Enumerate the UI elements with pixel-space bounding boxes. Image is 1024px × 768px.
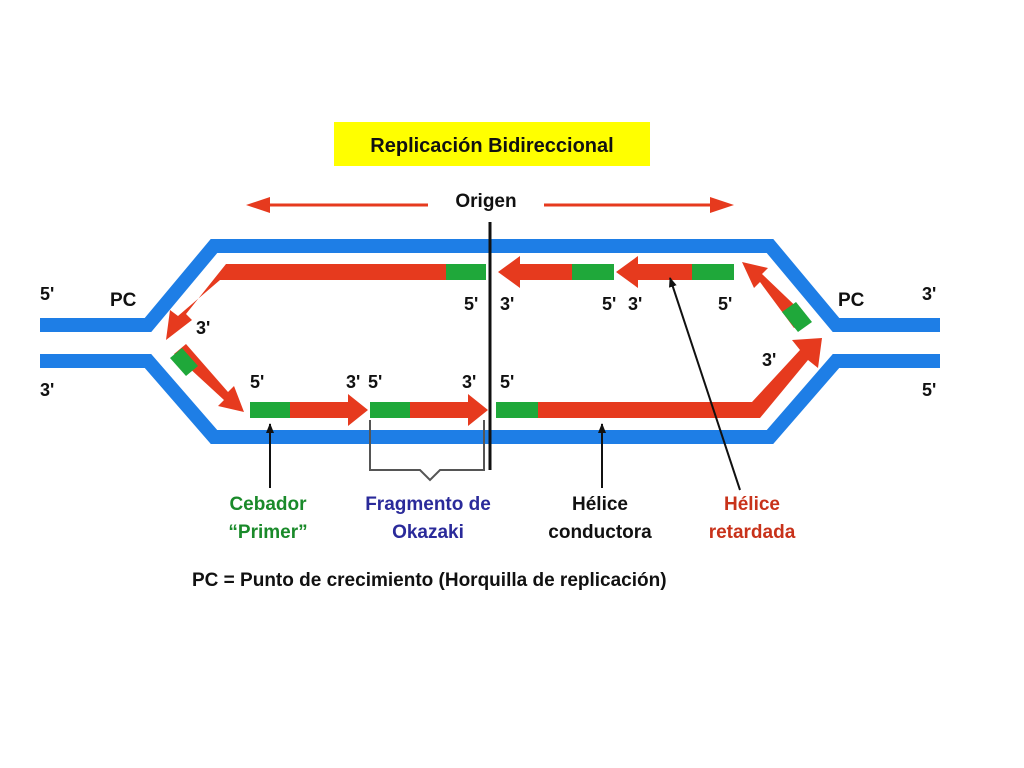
end-top-right: 3': [922, 284, 936, 304]
fragment-1-arrow: [290, 394, 368, 426]
end-leading-5: 5': [500, 372, 514, 392]
footnote: PC = Punto de crecimiento (Horquilla de …: [192, 570, 667, 591]
fork-label-right: PC: [838, 290, 865, 311]
primer-fragment-1: [250, 402, 290, 418]
arrow-right-icon: [710, 197, 734, 213]
lagging-label-1: Hélice: [724, 494, 780, 515]
leading-label-1: Hélice: [572, 494, 628, 515]
bottom-labels: Cebador “Primer” Fragmento de Okazaki Hé…: [228, 494, 795, 543]
lagging-label-2: retardada: [709, 522, 796, 543]
end-frag1-5: 5': [250, 372, 264, 392]
okazaki-label-1: Fragmento de: [365, 494, 491, 515]
end-frag2-5: 5': [368, 372, 382, 392]
right-lagging-fragment-1: [498, 256, 572, 288]
diag-primer-upper-right: [782, 302, 812, 332]
leading-label-2: conductora: [548, 522, 652, 543]
pointer-arrows: [266, 277, 741, 491]
parental-dna-strands: [40, 239, 940, 444]
end-diag-left: 3': [196, 318, 210, 338]
top-parental-strand: [40, 239, 940, 332]
end-bottom-left: 3': [40, 380, 54, 400]
fork-label-left: PC: [110, 290, 137, 311]
title-box: Replicación Bidireccional: [334, 122, 650, 166]
diag-primer-lower-left: [170, 348, 198, 376]
lagging-strand-top: [166, 256, 812, 340]
primer-label-1: Cebador: [229, 494, 307, 515]
end-top-left: 5': [40, 284, 54, 304]
end-top-5-mid: 5': [602, 294, 616, 314]
okazaki-label-2: Okazaki: [392, 522, 464, 543]
end-top-5-origin: 5': [464, 294, 478, 314]
end-top-5-right: 5': [718, 294, 732, 314]
end-top-3-mid: 3': [628, 294, 642, 314]
end-bottom-right: 5': [922, 380, 936, 400]
end-top-3-origin: 3': [500, 294, 514, 314]
primer-fragment-2: [370, 402, 410, 418]
title-text: Replicación Bidireccional: [370, 135, 613, 157]
end-leading-3: 3': [762, 350, 776, 370]
leading-strand-arrow: [538, 338, 822, 418]
origin-direction-arrows: [246, 197, 734, 213]
end-frag1-3: 3': [346, 372, 360, 392]
primer-label-2: “Primer”: [228, 522, 307, 543]
bottom-parental-strand: [40, 354, 940, 444]
leading-strand: [496, 338, 822, 418]
strand-end-labels: 5' 3' 3' 5' 3' 5' 3' 5' 3' 5' 3' 5' 3' 5…: [40, 284, 936, 400]
okazaki-fragments-bottom: [170, 344, 488, 426]
primer-right-1: [572, 264, 614, 280]
origin-label: Origen: [455, 191, 516, 212]
right-lagging-fragment-2: [616, 256, 692, 288]
arrow-left-icon: [246, 197, 270, 213]
okazaki-bracket: [369, 420, 485, 482]
leading-primer: [496, 402, 538, 418]
end-frag2-3: 3': [462, 372, 476, 392]
lagging-pointer: [669, 277, 741, 491]
fragment-2-arrow: [410, 394, 488, 426]
primer-left-lagging: [446, 264, 486, 280]
primer-right-2: [692, 264, 734, 280]
left-lagging-arrow: [166, 264, 446, 340]
